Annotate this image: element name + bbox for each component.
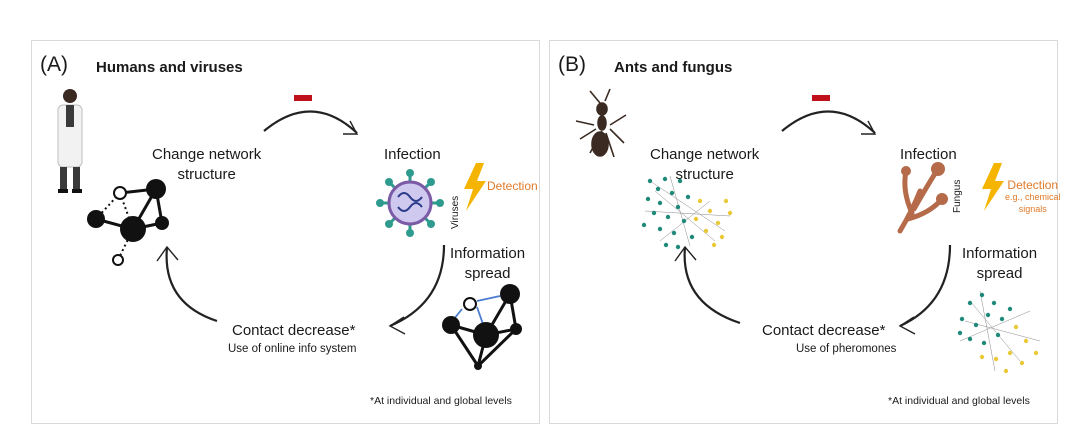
footnote: *At individual and global levels [888,395,1030,407]
inhibition-mark [812,95,830,101]
ant-network-left [641,175,733,250]
panel-b-title: Ants and fungus [614,59,733,76]
ant-network-right [957,290,1041,374]
detection-label: Detection e.g., chemical signals [1005,178,1061,214]
contact-decrease-label: Contact decrease* [232,322,356,339]
detection-bolt-icon [464,163,486,211]
cycle-arrows [156,110,446,335]
information-spread-label: Information spread [450,245,526,282]
virus-icon [376,169,444,237]
pathogen-label: Fungus [952,179,963,213]
change-network-label: Change network structure [152,146,262,183]
contact-decrease-sub: Use of online info system [228,343,357,355]
panel-ants-fungus: (B) Ants and fungus [549,40,1061,424]
information-spread-label: Information spread [962,245,1038,282]
ant-icon [575,88,627,158]
infection-label: Infection [384,146,441,163]
detection-bolt-icon [982,163,1004,211]
cycle-arrows [674,110,952,335]
fungus-icon [897,166,945,234]
pathogen-label: Viruses [450,195,461,229]
contact-network-left [87,179,169,266]
contact-decrease-label: Contact decrease* [762,322,886,339]
change-network-label: Change network structure [650,146,760,183]
detection-label: Detection [487,179,538,193]
panel-humans-viruses: (A) Humans and viruses [31,40,540,424]
panel-a-letter: (A) [40,53,68,76]
contact-decrease-sub: Use of pheromones [796,343,897,355]
panel-a-title: Humans and viruses [96,59,243,76]
panel-b-letter: (B) [558,53,586,76]
footnote: *At individual and global levels [370,395,512,407]
doctor-icon [57,89,83,193]
infection-label: Infection [900,146,957,163]
panel-b-illustration [575,88,1041,374]
panel-a-illustration [57,89,522,370]
inhibition-mark [294,95,312,101]
contact-network-right [442,284,522,370]
